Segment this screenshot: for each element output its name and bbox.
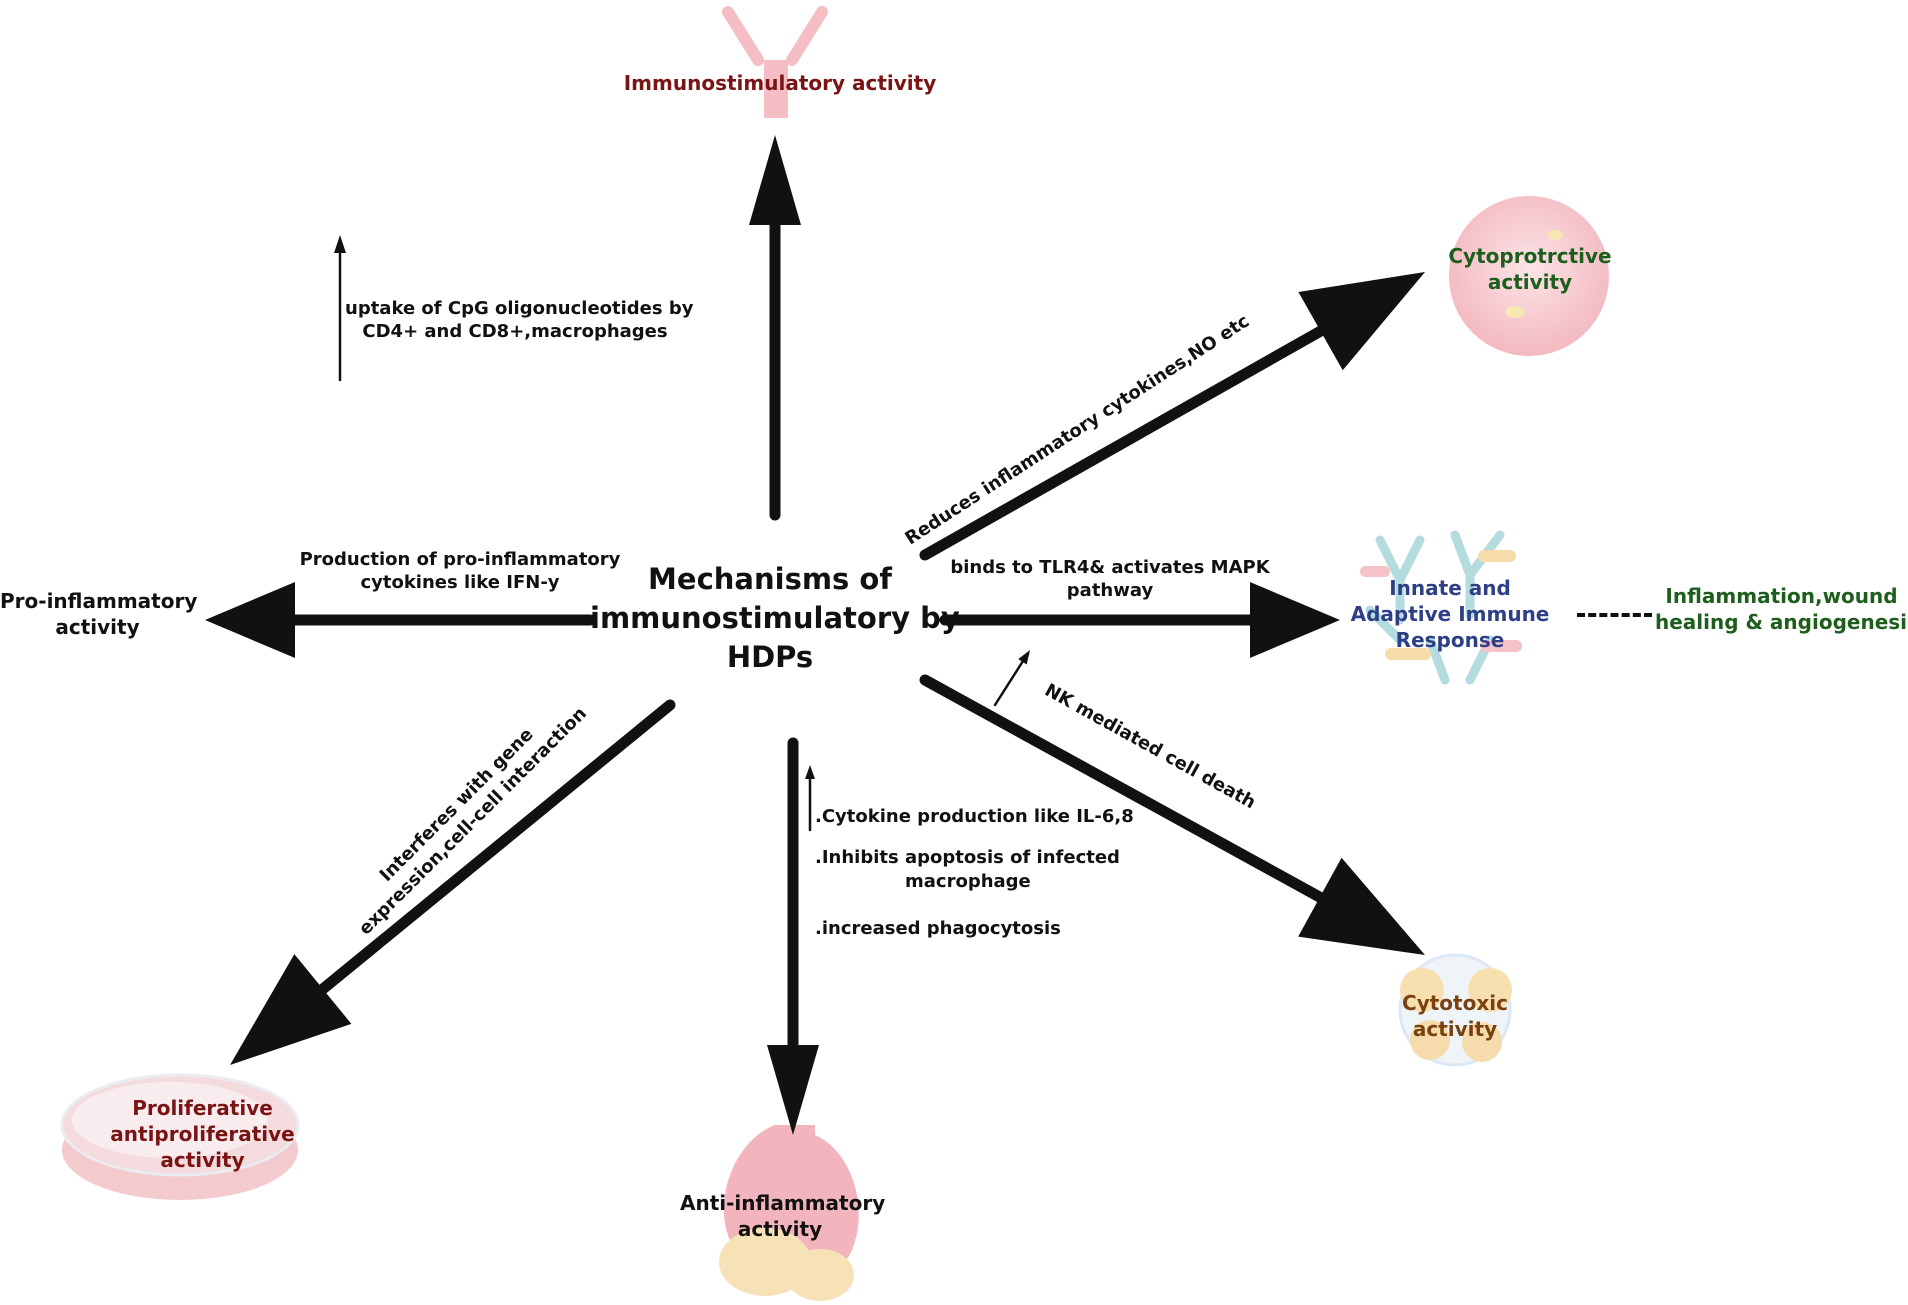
innate-line3: Response <box>1395 628 1505 652</box>
cytotoxic-label: Cytotoxic activity <box>1380 990 1530 1042</box>
center-title-line2: immunostimulatory by <box>590 601 960 636</box>
cpg-line1: uptake of CpG oligonucleotides by <box>345 298 694 319</box>
arrow-to-cytotoxic <box>919 674 1425 955</box>
small-up-arrow-cpg <box>334 235 346 382</box>
arrows-group <box>205 135 1425 1135</box>
small-up-arrow-tlr4 <box>993 650 1030 707</box>
cpg-line2: CD4+ and CD8+,macrophages <box>362 321 668 343</box>
cytoprotective-label: Cytoprotrctive activity <box>1420 243 1640 295</box>
inflammation-label: Inflammation,wound healing & angiogenesi… <box>1655 583 1908 635</box>
anti-line4: .increased phagocytosis <box>815 918 1061 940</box>
cell-icon <box>1449 196 1609 356</box>
cpg-uptake-label: uptake of CpG oligonucleotides by CD4+ a… <box>345 297 694 344</box>
pro-inf-line1: Production of pro-inflammatory <box>299 549 621 570</box>
small-up-arrow-cytokine <box>805 765 815 832</box>
anti-line2: .Inhibits apoptosis of infected <box>815 847 1120 869</box>
center-title-line1: Mechanisms of <box>648 562 892 596</box>
tlr4-line2: pathway <box>1066 580 1154 602</box>
arrow-to-cytoprotective <box>919 272 1425 561</box>
arrow-to-innate-adaptive <box>939 582 1340 658</box>
antibody-icon <box>722 6 828 118</box>
pro-inf-line2: cytokines like IFN-y <box>360 572 560 594</box>
proliferative-line3: activity <box>160 1148 245 1172</box>
center-title: Mechanisms of immunostimulatory by HDPs <box>590 560 960 677</box>
cytotoxic-line2: activity <box>1412 1017 1498 1041</box>
anti-inflammatory-line2: activity <box>737 1217 823 1241</box>
cytoprotective-line1: Cytoprotrctive <box>1448 244 1612 268</box>
stomach-icon <box>719 1125 859 1301</box>
immune-cells-icon <box>1360 530 1522 685</box>
pro-inflammatory-line2: activity <box>55 615 140 639</box>
arrow-to-immunostimulatory <box>749 135 801 521</box>
innate-line2: Adaptive Immune <box>1350 602 1550 626</box>
arrow-to-anti-inflammatory <box>767 737 819 1135</box>
center-title-line3: HDPs <box>726 640 814 675</box>
proliferative-label: Proliferative antiproliferative activity <box>100 1095 305 1173</box>
pro-inflammatory-label: Pro-inflammatory activity <box>0 588 198 640</box>
innate-line1: Innate and <box>1389 576 1511 600</box>
arrow-to-proliferative <box>230 699 676 1065</box>
arrow-to-pro-inflammatory <box>205 582 596 658</box>
tlr4-line1: binds to TLR4& activates MAPK <box>950 557 1270 578</box>
cytotoxic-cells-icon <box>1398 953 1512 1067</box>
anti-inflammatory-label: Anti-inflammatory activity <box>680 1190 886 1242</box>
anti-inflammatory-mechanisms: .Cytokine production like IL-6,8 .Inhibi… <box>815 805 1145 941</box>
dashed-connector <box>1577 613 1652 617</box>
pro-inflammatory-cytokines-label: Production of pro-inflammatory cytokines… <box>290 548 630 595</box>
inflammation-line2: healing & angiogenesis <box>1655 610 1908 634</box>
proliferative-line1: Proliferative <box>132 1096 273 1120</box>
immunostimulatory-label: Immunostimulatory activity <box>623 71 937 95</box>
pro-inflammatory-line1: Pro-inflammatory <box>0 589 198 613</box>
anti-inflammatory-line1: Anti-inflammatory <box>680 1191 886 1215</box>
proliferative-line2: antiproliferative <box>110 1122 295 1146</box>
inflammation-line1: Inflammation,wound <box>1665 584 1898 608</box>
petri-dish-icon <box>60 1073 300 1200</box>
cytoprotective-line2: activity <box>1487 270 1573 294</box>
cytotoxic-line1: Cytotoxic <box>1402 991 1508 1015</box>
tlr4-label: binds to TLR4& activates MAPK pathway <box>940 556 1280 603</box>
innate-adaptive-label: Innate and Adaptive Immune Response <box>1345 575 1555 653</box>
anti-line1: .Cytokine production like IL-6,8 <box>815 806 1134 827</box>
anti-line3: macrophage <box>905 870 1031 892</box>
